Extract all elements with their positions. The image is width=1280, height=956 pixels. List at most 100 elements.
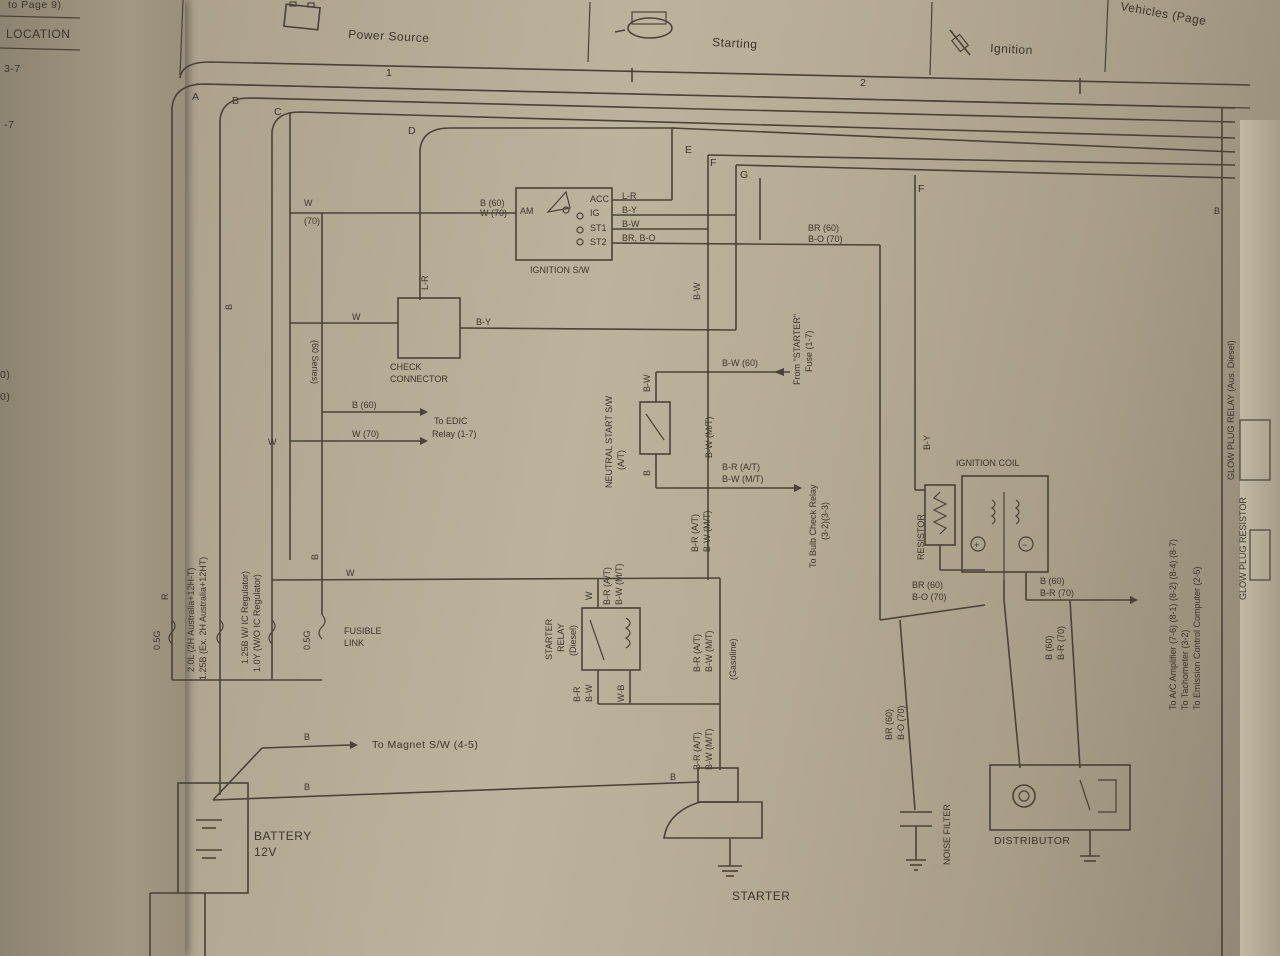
svg-text:B-Y: B-Y — [922, 435, 932, 450]
resistor-box — [924, 484, 956, 546]
ignition-switch: AM ACC IG ST1 ST2 IGNITION S/W — [515, 187, 613, 275]
starter-relay-w-wire — [271, 577, 721, 581]
svg-text:B: B — [304, 782, 310, 792]
svg-text:B-W (M/T): B-W (M/T) — [702, 511, 712, 552]
starter-relay-title: STARTER — [544, 618, 554, 660]
neutral-start-title: NEUTRAL START S/W — [604, 395, 614, 488]
coil-winding-icon — [990, 499, 996, 525]
battery-voltage: 12V — [254, 845, 277, 859]
header-corner-text: Vehicles (Page — [1119, 0, 1207, 28]
svg-text:B-R (70): B-R (70) — [1056, 626, 1066, 660]
starter-relay-box — [581, 607, 641, 671]
starter-motor-icon — [663, 801, 763, 839]
svg-text:B (60): B (60) — [1040, 576, 1065, 586]
svg-text:0.5G: 0.5G — [302, 630, 312, 650]
svg-text:B-Y: B-Y — [476, 317, 491, 327]
left-page-rule — [0, 15, 81, 19]
svg-text:(3-2)(3-3): (3-2)(3-3) — [820, 502, 830, 540]
bus-letter-f: F — [710, 157, 717, 169]
arrow-right-icon — [420, 437, 428, 445]
svg-text:B: B — [304, 732, 310, 742]
header-separator — [1104, 0, 1109, 73]
svg-text:BR (60): BR (60) — [884, 709, 894, 740]
battery-icon — [283, 1, 321, 31]
coil-minus-terminal — [1018, 536, 1034, 552]
svg-text:B-R (A/T): B-R (A/T) — [692, 634, 702, 672]
svg-text:B-W: B-W — [642, 374, 652, 392]
noise-filter-wire — [899, 619, 916, 811]
bus-letter-e: E — [685, 144, 693, 156]
section-starting: Starting — [712, 35, 758, 51]
check-connector-title: CONNECTOR — [390, 374, 448, 384]
left-page-rule-2 — [0, 47, 81, 51]
svg-text:AM: AM — [520, 206, 534, 216]
svg-text:ACC: ACC — [590, 194, 610, 204]
battery-starter-wire — [212, 781, 701, 801]
svg-text:B-R (A/T): B-R (A/T) — [722, 462, 760, 472]
svg-text:B-W (M/T): B-W (M/T) — [722, 474, 763, 484]
ac-amplifier-ref: To A/C Amplifier (7-6) (8-1) (8-2) (8-4)… — [1168, 539, 1178, 710]
svg-text:2.0L (2H Australia+12H-T): 2.0L (2H Australia+12H-T) — [186, 568, 196, 672]
svg-text:+: + — [974, 540, 979, 550]
distributor-title: DISTRIBUTOR — [994, 835, 1070, 847]
header-separator — [929, 1, 933, 76]
edic-label: To EDIC — [434, 416, 468, 426]
bus-wire-g — [735, 164, 1236, 179]
bus-letter-g: G — [740, 169, 749, 181]
grid-bar-top — [179, 61, 1251, 86]
arrow-right-icon — [1130, 596, 1138, 604]
left-page-ref: -7 — [4, 119, 14, 131]
arrow-right-icon — [420, 408, 428, 416]
coil-to-distributor-wire — [1003, 599, 1021, 769]
left-page-ref: 3-7 — [4, 63, 21, 75]
svg-text:B: B — [670, 772, 676, 782]
tachometer-ref: To Tachometer (3-2) — [1180, 630, 1190, 710]
svg-text:B-R (70): B-R (70) — [1040, 588, 1074, 598]
ignition-coil-title: IGNITION COIL — [956, 458, 1020, 468]
left-page-ref: 0) — [0, 391, 10, 403]
coil-plus-terminal — [970, 536, 986, 552]
left-book-page — [0, 0, 185, 956]
svg-text:(A/T): (A/T) — [616, 450, 626, 470]
noise-filter-title: NOISE FILTER — [942, 804, 952, 865]
right-page-edges — [1240, 120, 1280, 956]
svg-text:0.5G: 0.5G — [152, 630, 162, 650]
svg-text:(Diesel): (Diesel) — [568, 625, 578, 656]
bus-letter-d: D — [408, 125, 416, 137]
relay-contact-icon — [589, 619, 605, 661]
svg-text:B-W: B-W — [692, 282, 702, 300]
bus-letter-b: B — [232, 95, 240, 107]
bus-letter-a: A — [192, 91, 200, 103]
bus-wire-f — [707, 154, 1236, 166]
section-power-source: Power Source — [348, 27, 430, 45]
svg-text:ST2: ST2 — [590, 237, 607, 247]
fusible-link-title: FUSIBLE — [344, 626, 382, 636]
check-connector-box — [397, 297, 461, 359]
fuse-link-icon — [318, 614, 326, 640]
relay-coil-icon — [624, 617, 631, 649]
battery-box — [177, 782, 249, 894]
svg-text:(60 Series): (60 Series) — [310, 340, 320, 384]
svg-text:B-W: B-W — [584, 684, 594, 702]
bus-wire-b — [219, 97, 1236, 680]
fuse-link-icon — [168, 619, 176, 645]
bulb-check-label: To Bulb Check Relay — [808, 484, 818, 568]
svg-text:W: W — [346, 568, 355, 578]
from-starter-fuse: From "STARTER" — [792, 314, 802, 385]
svg-text:1.0Y (W/O IC Regulator): 1.0Y (W/O IC Regulator) — [252, 574, 262, 672]
svg-text:B-Y: B-Y — [622, 205, 637, 215]
svg-text:1.25B (Ex. 2H Australia+12HT): 1.25B (Ex. 2H Australia+12HT) — [198, 557, 208, 680]
distributor-capacitor-icon — [1098, 779, 1117, 813]
check-connector-by-wire — [459, 327, 737, 331]
starter-motor-icon — [614, 11, 673, 39]
svg-text:B-R (A/T): B-R (A/T) — [690, 514, 700, 552]
check-connector-title: CHECK — [390, 362, 422, 372]
svg-text:B-R: B-R — [572, 686, 582, 702]
distributor-feed-wire — [1069, 599, 1081, 769]
starter-solenoid — [697, 767, 739, 803]
svg-text:B-W (M/T): B-W (M/T) — [704, 729, 714, 770]
distributor-box — [989, 764, 1131, 831]
arrow-right-icon — [794, 484, 802, 492]
header-separator — [587, 1, 591, 63]
left-page-ref: 0) — [0, 369, 10, 381]
